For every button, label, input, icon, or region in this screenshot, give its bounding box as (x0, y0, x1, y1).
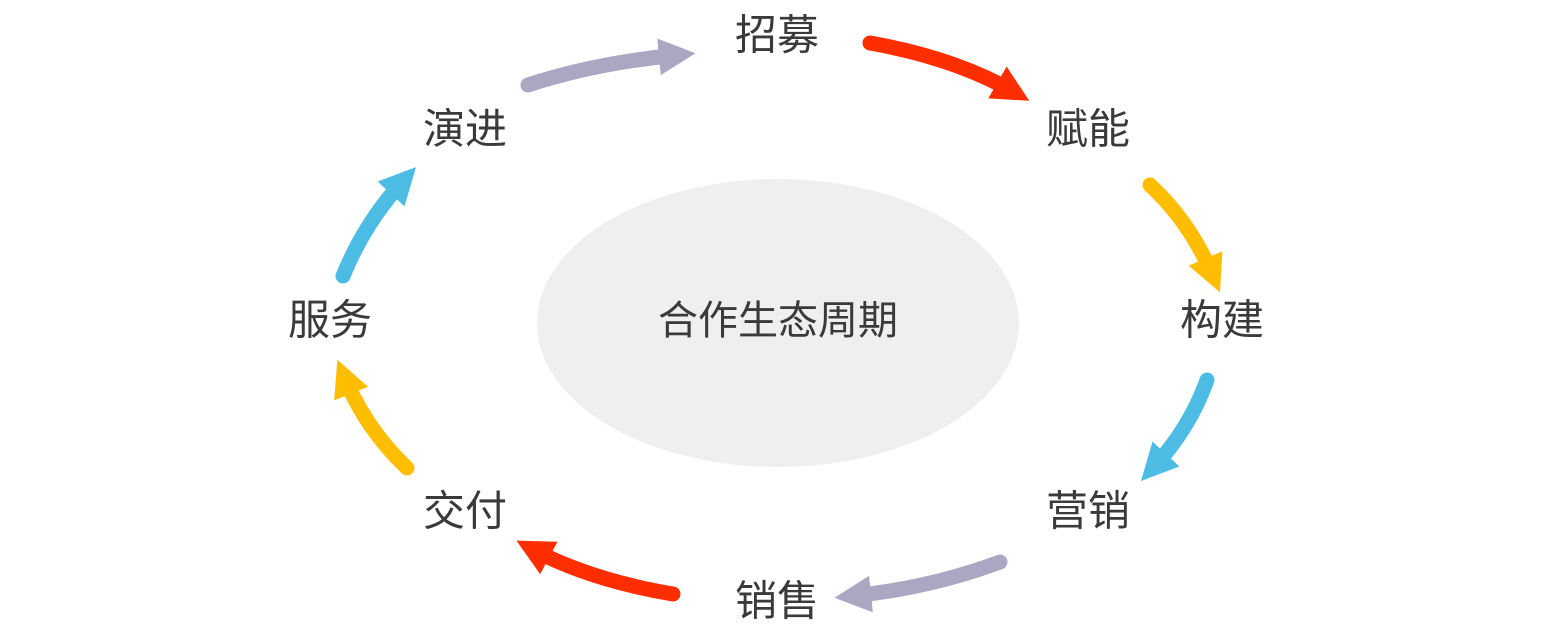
stage-label-enable: 赋能 (1046, 105, 1130, 154)
center-ellipse (537, 179, 1019, 467)
arrow-sales-to-deliver (516, 540, 681, 602)
stage-label-service: 服务 (288, 296, 372, 345)
arrow-marketing-to-sales (834, 554, 1008, 613)
stage-label-evolve: 演进 (423, 105, 507, 154)
stage-label-build: 构建 (1180, 296, 1264, 345)
arrow-build-to-marketing (1141, 372, 1215, 481)
arrow-deliver-to-service (334, 359, 415, 476)
center-label: 合作生态周期 (658, 298, 898, 344)
stage-label-deliver: 交付 (423, 487, 507, 536)
arrow-recruit-to-enable (862, 35, 1030, 101)
arrow-evolve-to-recruit (520, 38, 696, 93)
arrow-enable-to-build (1142, 177, 1223, 293)
arrow-service-to-evolve (335, 167, 417, 284)
stage-label-recruit: 招募 (735, 11, 819, 60)
stage-label-sales: 销售 (735, 577, 819, 626)
arrow-layer (334, 35, 1223, 613)
stage-label-marketing: 营销 (1046, 487, 1130, 536)
